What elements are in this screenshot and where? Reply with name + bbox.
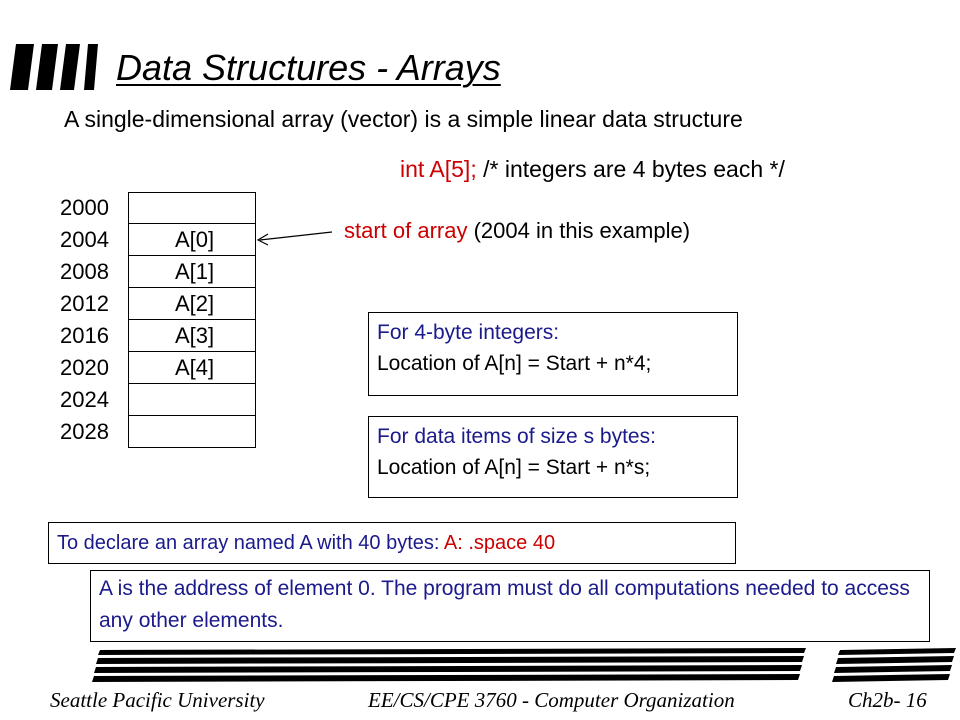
note-text: A is the address of element 0. The progr… — [99, 577, 910, 632]
start-of-array-example: (2004 in this example) — [467, 218, 691, 243]
address-label: 2012 — [60, 291, 109, 316]
note-box: A is the address of element 0. The progr… — [90, 570, 930, 642]
address-label: 2028 — [60, 419, 109, 444]
address-label: 2020 — [60, 355, 109, 380]
footer-university: Seattle Pacific University — [50, 688, 265, 712]
memory-cells: A[0] A[1] A[2] A[3] A[4] — [128, 192, 256, 448]
footer-course: EE/CS/CPE 3760 - Computer Organization — [368, 688, 735, 712]
address-label: 2016 — [60, 323, 109, 348]
size-s-heading: For data items of size s bytes: — [377, 425, 656, 448]
address-label: 2004 — [60, 227, 109, 252]
memory-cell — [128, 416, 256, 448]
declaration-comment: /* integers are 4 bytes each */ — [483, 156, 785, 182]
int4-formula: Location of A[n] = Start + n*4; — [377, 352, 652, 375]
memory-cell: A[0] — [128, 224, 256, 256]
declaration-code: int A[5]; — [400, 156, 477, 182]
start-of-array-text: start of array — [344, 218, 468, 243]
start-of-array-label: start of array (2004 in this example) — [344, 216, 690, 246]
size-s-formula: Location of A[n] = Start + n*s; — [377, 456, 651, 479]
address-label: 2024 — [60, 387, 109, 412]
slide-title: Data Structures - Arrays — [116, 47, 501, 88]
memory-cell: A[1] — [128, 256, 256, 288]
memory-cell: A[3] — [128, 320, 256, 352]
array-declaration: int A[5]; /* integers are 4 bytes each *… — [400, 154, 785, 184]
size-s-formula-box: For data items of size s bytes: Location… — [368, 416, 738, 498]
address-label: 2000 — [60, 195, 109, 220]
int4-heading: For 4-byte integers: — [377, 321, 560, 344]
memory-cell — [128, 384, 256, 416]
slide-subtitle: A single-dimensional array (vector) is a… — [64, 106, 743, 132]
address-column: 2000 2004 2008 2012 2016 2020 2024 2028 — [60, 192, 120, 448]
declare-array-box: To declare an array named A with 40 byte… — [48, 522, 736, 564]
footer-bars-decoration — [92, 648, 956, 682]
footer-page-number: Ch2b- 16 — [848, 688, 927, 712]
declare-text: To declare an array named A with 40 byte… — [57, 532, 444, 554]
memory-cell: A[2] — [128, 288, 256, 320]
int4-formula-box: For 4-byte integers: Location of A[n] = … — [368, 312, 738, 396]
pointer-arrow-icon — [256, 231, 333, 246]
title-bars-decoration — [10, 44, 98, 90]
address-label: 2008 — [60, 259, 109, 284]
memory-cell — [128, 192, 256, 224]
memory-cell: A[4] — [128, 352, 256, 384]
declare-code: A: .space 40 — [443, 532, 556, 554]
